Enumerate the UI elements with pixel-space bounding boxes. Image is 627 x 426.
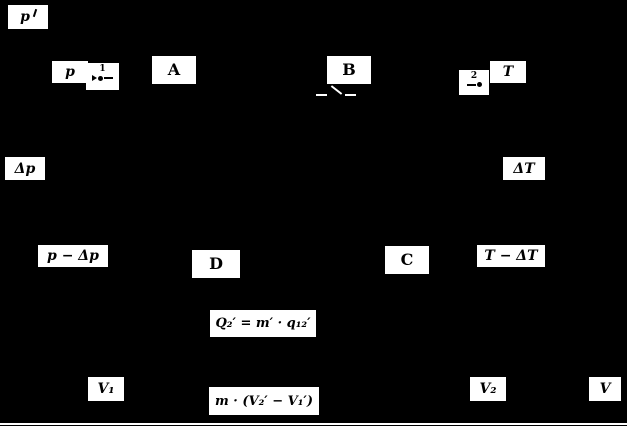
volume-axis-label: V xyxy=(589,377,621,401)
temperature-label: T xyxy=(490,61,526,83)
point-2-dot xyxy=(466,82,482,87)
point-2-marker: 2 xyxy=(459,70,489,95)
point-2-number: 2 xyxy=(470,71,478,81)
curve-fragment xyxy=(345,94,356,96)
node-d-label: D xyxy=(192,250,240,278)
p-minus-delta-p-label: p − Δp xyxy=(38,245,108,267)
pressure-axis-label: p xyxy=(8,5,48,29)
guide-dash xyxy=(104,77,113,79)
work-equation-label: m · (V₂′ − V₁′) xyxy=(209,387,319,415)
state-point-dot xyxy=(476,82,482,87)
volume-2-label: V₂ xyxy=(470,377,506,401)
node-c-label: C xyxy=(385,246,429,274)
pressure-axis-text: p xyxy=(20,9,30,25)
guide-dash xyxy=(466,83,476,86)
pressure-label: p xyxy=(52,61,88,83)
axis-arrow-fragment xyxy=(32,8,38,17)
node-b-label: B xyxy=(327,56,371,84)
state-point-dot xyxy=(98,75,103,81)
x-axis-line xyxy=(0,423,627,425)
curve-fragment xyxy=(316,94,327,96)
volume-1-label: V₁ xyxy=(88,377,124,401)
delta-p-label: Δp xyxy=(5,157,45,180)
point-1-number: 1 xyxy=(99,64,106,74)
node-a-label: A xyxy=(152,56,196,84)
point-1-dot xyxy=(92,75,113,81)
heat-equation-label: Q₂′ = m′ · q₁₂′ xyxy=(210,310,316,337)
delta-t-label: ΔT xyxy=(503,157,545,180)
t-minus-delta-t-label: T − ΔT xyxy=(477,245,545,267)
point-1-marker: 1 xyxy=(86,63,119,90)
arrowhead-icon xyxy=(92,75,97,81)
curve-fragment xyxy=(330,85,343,95)
